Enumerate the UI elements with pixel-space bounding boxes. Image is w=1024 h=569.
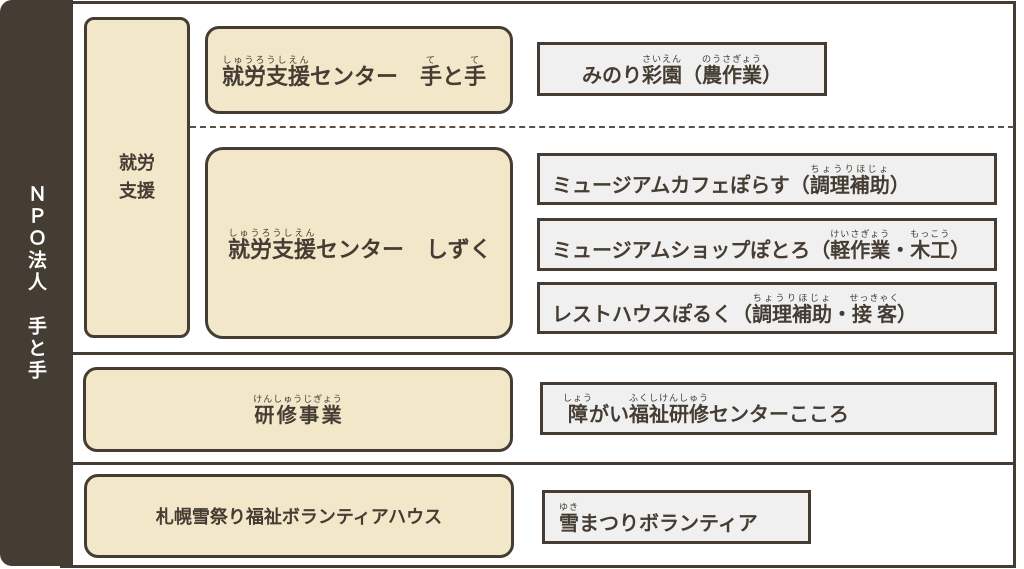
center-tete-name: 就労支援しゅうろうしえんセンター 手てと手て [222,55,487,90]
dashed-divider [190,126,1014,128]
facility-shop-potoro-box: ミュージアムショップぽとろ（軽作業けいさぎょう・木工もっこう） [537,218,997,271]
facility-resthouse-poruku-box: レストハウスぽるく（調理補助ちょうりほじょ・接客せっきゃく） [537,282,997,334]
volunteer-house-name: 札幌雪祭り福祉ボランティアハウス [155,507,443,528]
facility-resthouse-poruku-name: レストハウスぽるく（調理補助ちょうりほじょ・接客せっきゃく） [552,293,918,326]
training-box: 研修事業けんしゅうじぎょう [83,367,513,452]
employment-support-label: 就労 支援 [119,152,155,202]
organization-label: ＮＰＯ法人 手と手 [25,184,47,382]
facility-cafe-polaris-box: ミュージアムカフェぽらす（調理補助ちょうりほじょ） [537,153,997,205]
center-shizuku-name: 就労支援しゅうろうしえんセンター しずく [228,228,492,263]
facility-kokoro-box: 障しょうがい福祉研修ふくしけんしゅうセンターこころ [540,382,997,435]
section-divider-volunteer [72,462,1016,465]
center-shizuku-box: 就労支援しゅうろうしえんセンター しずく [205,147,513,339]
facility-minori-box: みのり彩園さいえん（農作業のうさぎょう） [537,42,827,96]
facility-kokoro-name: 障しょうがい福祉研修ふくしけんしゅうセンターこころ [563,394,850,426]
frame-top-border [60,1,1016,4]
facility-snow-festival-volunteer-name: 雪ゆきまつりボランティア [559,502,758,535]
section-divider-training [72,352,1016,355]
frame-bottom-border [60,565,1016,568]
center-tete-box: 就労支援しゅうろうしえんセンター 手てと手て [205,26,513,114]
employment-support-label-box: 就労 支援 [84,17,190,338]
facility-cafe-polaris-name: ミュージアムカフェぽらす（調理補助ちょうりほじょ） [552,164,910,197]
facility-snow-festival-volunteer-box: 雪ゆきまつりボランティア [542,490,811,544]
frame-right-border [1013,1,1016,568]
training-name: 研修事業けんしゅうじぎょう [253,395,343,427]
facility-shop-potoro-name: ミュージアムショップぽとろ（軽作業けいさぎょう・木工もっこう） [552,230,971,262]
facility-minori-name: みのり彩園さいえん（農作業のうさぎょう） [581,54,782,87]
organization-sidebar: ＮＰＯ法人 手と手 [0,0,73,566]
volunteer-house-box: 札幌雪祭り福祉ボランティアハウス [84,474,514,558]
